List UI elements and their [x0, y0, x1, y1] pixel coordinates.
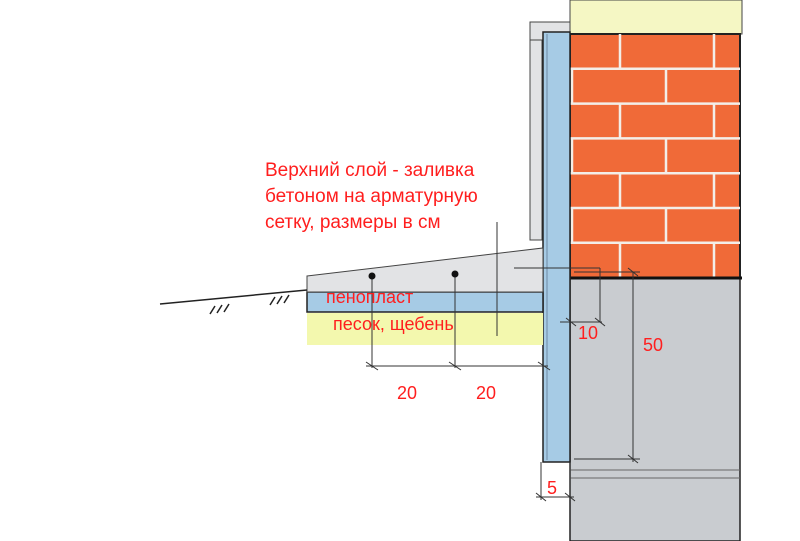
callout-top-layer: Верхний слой - заливка бетоном на армату… [265, 158, 525, 236]
rebar-markers [368, 270, 459, 368]
foundation-wall [569, 277, 741, 541]
brick-wall [569, 33, 741, 279]
dimension-lines [365, 267, 640, 502]
ground-line [159, 289, 308, 315]
foam-label: пенопласт [326, 287, 414, 307]
ground-hatch [276, 295, 283, 305]
ground-hatch [216, 304, 223, 314]
flashing-drop [529, 39, 543, 241]
foundation-block [569, 277, 741, 541]
sand-gravel-label: песок, щебень [333, 314, 454, 334]
dimension-gap: 10 [578, 323, 599, 343]
callout-line-3: сетку, размеры в см [265, 212, 441, 233]
dim-tick [535, 492, 547, 502]
dimension-spacing-2: 20 [476, 383, 497, 403]
ground-hatch [283, 294, 290, 304]
ground-hatch [223, 303, 230, 313]
rebar-point-1 [368, 272, 376, 280]
callout-line-2: бетоном на арматурную [265, 186, 478, 207]
dimension-spacing-1: 20 [397, 383, 418, 403]
ground-hatch [269, 296, 276, 306]
dimension-height: 50 [643, 335, 664, 355]
ground-surface [159, 289, 308, 305]
brick-wall-background [569, 33, 741, 279]
dimension-insulation-thickness: 5 [547, 478, 558, 498]
dim-tick [448, 361, 462, 371]
callout-line-1: Верхний слой - заливка [265, 160, 475, 181]
dim-tick [594, 317, 606, 327]
dim-tick [537, 361, 551, 371]
rebar-point-2 [451, 270, 459, 278]
concrete-slab [306, 247, 544, 293]
dim-tick [627, 454, 639, 464]
dim-tick [627, 267, 639, 277]
dim-tick [365, 361, 379, 371]
sand-gravel-layer [307, 313, 543, 345]
dim-tick [565, 317, 577, 327]
dim-tick [564, 492, 576, 502]
upper-wall-strip [569, 0, 743, 35]
ground-hatch [209, 305, 216, 315]
